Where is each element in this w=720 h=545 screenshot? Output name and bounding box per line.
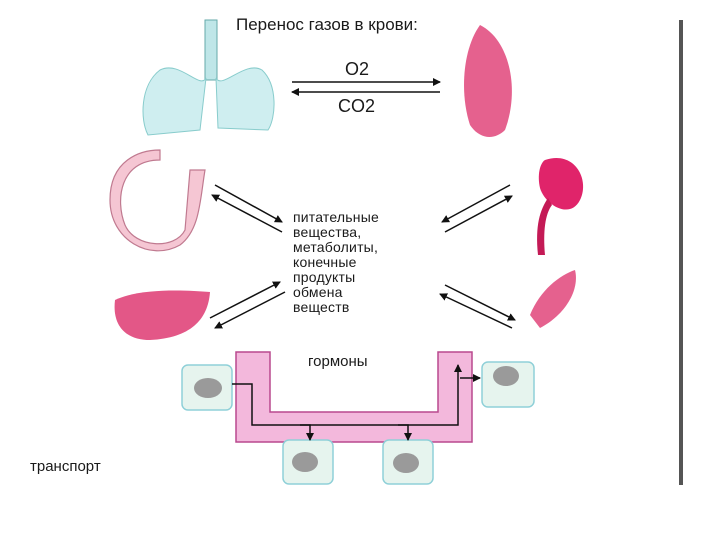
center-line: метаболиты,: [293, 239, 379, 255]
hormone-flow-line: [232, 364, 462, 426]
lungs-illustration: [142, 19, 275, 136]
pancreas-illustration: [530, 270, 576, 328]
right-divider: [679, 20, 683, 485]
center-line: продукты: [293, 269, 356, 285]
nutrients-label: питательные вещества, метаболиты, конечн…: [293, 210, 443, 315]
intestine-illustration: [109, 149, 206, 252]
o2-label: O2: [345, 59, 370, 79]
kidney-illustration: [537, 158, 584, 255]
cells: [181, 361, 535, 485]
center-line: конечные: [293, 254, 357, 270]
center-line: веществ: [293, 299, 350, 315]
center-line: обмена: [293, 284, 343, 300]
transport-label: транспорт: [30, 458, 101, 475]
hormones-label: гормоны: [308, 353, 368, 370]
hormone-flow-down-2: [398, 424, 412, 441]
exchange-arrows: [209, 184, 516, 329]
center-line: вещества,: [293, 224, 362, 240]
diagram-title: Перенос газов в крови:: [236, 15, 418, 34]
hormone-flow-down-1: [300, 424, 314, 441]
muscle-illustration: [464, 25, 512, 137]
center-line: питательные: [293, 209, 379, 225]
co2-label: CO2: [338, 96, 376, 116]
liver-illustration: [114, 290, 210, 340]
